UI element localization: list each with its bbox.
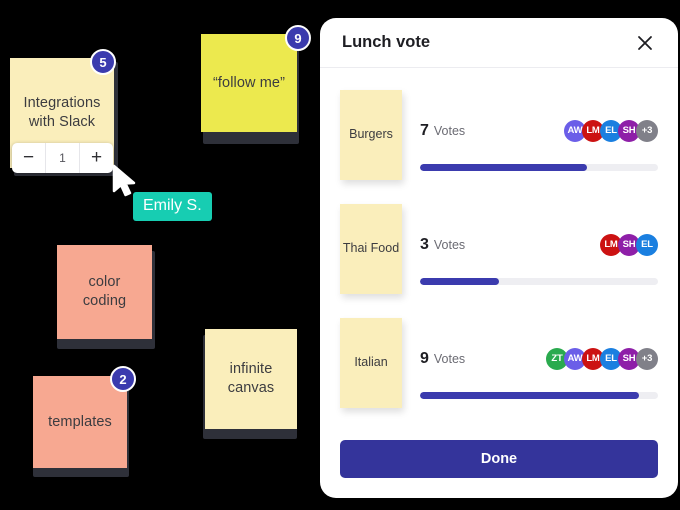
sticky-note-badge-follow-me[interactable]: 9 <box>285 25 311 51</box>
vote-progress-track <box>420 277 658 285</box>
avatar[interactable]: EL <box>600 347 622 370</box>
collaborator-cursor-icon <box>112 164 138 203</box>
sticky-note-text: infinite canvas <box>227 361 275 396</box>
sticky-note-badge-templates[interactable]: 2 <box>110 366 136 392</box>
vote-stepper[interactable]: − 1 + <box>12 143 113 173</box>
vote-option-row[interactable]: Thai Food 3 Votes LM SH EL <box>340 204 658 294</box>
avatar[interactable]: AW <box>564 119 586 142</box>
sticky-note-text: templates <box>48 413 112 430</box>
sticky-note-text: Integrations with Slack <box>23 95 101 130</box>
vote-count: 3 <box>420 235 429 253</box>
avatar[interactable]: LM <box>582 119 604 142</box>
vote-option-label: Burgers <box>349 127 393 142</box>
sticky-note-color-coding[interactable]: color coding <box>57 245 152 339</box>
panel-title: Lunch vote <box>342 33 431 51</box>
vote-option-details: 7 Votes AW LM EL SH +3 <box>420 90 658 180</box>
sticky-note-text: “follow me” <box>213 74 285 91</box>
panel-footer: Done <box>320 430 678 498</box>
vote-option-meta: 9 Votes ZT AW LM EL SH +3 <box>420 344 658 374</box>
vote-count: 7 <box>420 121 429 139</box>
stepper-value: 1 <box>46 143 80 173</box>
vote-progress-track <box>420 391 658 399</box>
sticky-note-text: color coding <box>82 274 127 309</box>
avatar[interactable]: SH <box>618 347 640 370</box>
avatar[interactable]: SH <box>618 233 640 256</box>
avatar-overflow-count[interactable]: +3 <box>636 347 658 370</box>
vote-option-label: Thai Food <box>342 241 400 256</box>
vote-progress-track <box>420 163 658 171</box>
voter-avatar-group[interactable]: ZT AW LM EL SH +3 <box>546 347 658 370</box>
vote-option-details: 3 Votes LM SH EL <box>420 204 658 294</box>
vote-option-note-italian[interactable]: Italian <box>340 318 402 408</box>
vote-progress-fill <box>420 391 639 399</box>
sticky-note-infinite-canvas[interactable]: infinite canvas <box>205 329 297 429</box>
vote-option-row[interactable]: Italian 9 Votes ZT AW LM EL SH +3 <box>340 318 658 408</box>
vote-options-list: Burgers 7 Votes AW LM EL SH +3 <box>320 68 678 430</box>
stepper-decrement-button[interactable]: − <box>12 143 46 173</box>
done-button[interactable]: Done <box>340 440 658 478</box>
avatar[interactable]: ZT <box>546 347 568 370</box>
sticky-note-badge-integrations-with-slack[interactable]: 5 <box>90 49 116 75</box>
sticky-note-templates[interactable]: templates <box>33 376 127 468</box>
vote-option-note-thai-food[interactable]: Thai Food <box>340 204 402 294</box>
close-icon[interactable] <box>634 32 656 54</box>
avatar[interactable]: LM <box>600 233 622 256</box>
sticky-note-follow-me[interactable]: “follow me” <box>201 34 297 132</box>
vote-label: Votes <box>433 237 466 252</box>
vote-option-note-burgers[interactable]: Burgers <box>340 90 402 180</box>
voter-avatar-group[interactable]: LM SH EL <box>600 233 658 256</box>
avatar-overflow-count[interactable]: +3 <box>636 119 658 142</box>
vote-option-meta: 3 Votes LM SH EL <box>420 230 658 260</box>
vote-label: Votes <box>433 123 466 138</box>
stepper-increment-button[interactable]: + <box>90 147 103 168</box>
avatar[interactable]: AW <box>564 347 586 370</box>
vote-progress-fill <box>420 163 587 171</box>
avatar[interactable]: LM <box>582 347 604 370</box>
avatar[interactable]: EL <box>600 119 622 142</box>
panel-header: Lunch vote <box>320 18 678 68</box>
avatar[interactable]: EL <box>636 233 658 256</box>
vote-option-details: 9 Votes ZT AW LM EL SH +3 <box>420 318 658 408</box>
lunch-vote-panel: Lunch vote Burgers 7 Votes AW LM EL <box>320 18 678 498</box>
avatar[interactable]: SH <box>618 119 640 142</box>
vote-option-row[interactable]: Burgers 7 Votes AW LM EL SH +3 <box>340 90 658 180</box>
vote-option-label: Italian <box>354 355 388 370</box>
vote-progress-fill <box>420 277 499 285</box>
voter-avatar-group[interactable]: AW LM EL SH +3 <box>564 119 658 142</box>
vote-label: Votes <box>433 351 466 366</box>
vote-count: 9 <box>420 349 429 367</box>
collaborator-name-tag: Emily S. <box>133 192 212 221</box>
vote-option-meta: 7 Votes AW LM EL SH +3 <box>420 116 658 146</box>
